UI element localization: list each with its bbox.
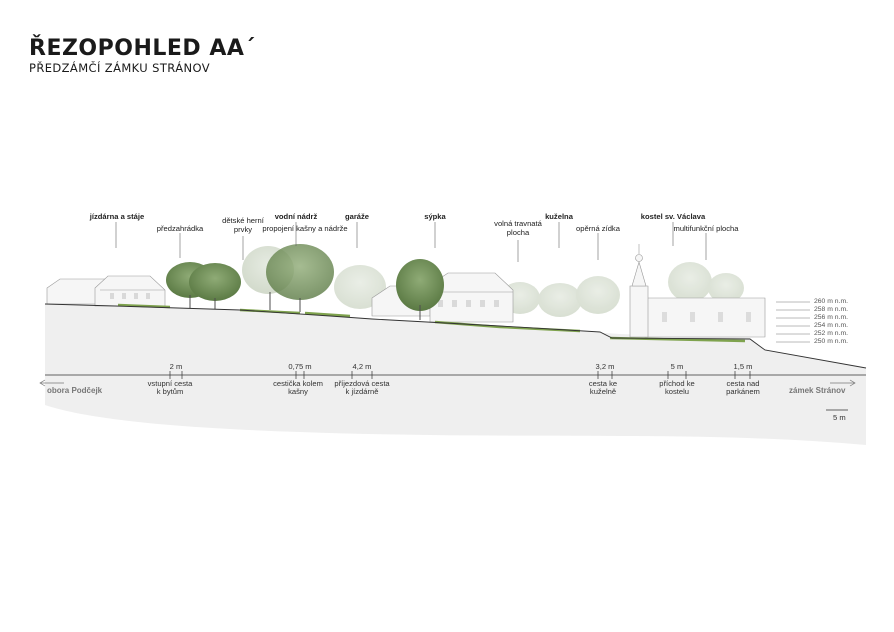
dimension-desc-2: kuželně (589, 387, 617, 396)
page-subtitle: PŘEDZÁMČÍ ZÁMKU STRÁNOV (29, 61, 210, 75)
label-garaze: garáže (344, 212, 370, 221)
label-volna-2: plocha (506, 228, 530, 237)
elevation-label: 260 m n.m. (814, 298, 848, 305)
trees (166, 244, 444, 320)
label-vodni-nadrz: vodní nádrž (274, 212, 318, 221)
left-arrow (39, 379, 64, 387)
dimension-value: 0,75 m (288, 362, 312, 371)
label-multifunkcni: multifunkční plocha (673, 224, 739, 233)
dimension-desc-1: cestička kolem (273, 379, 323, 388)
right-arrow (830, 379, 856, 387)
dimension-line (45, 371, 866, 379)
label-propojeni: propojení kašny a nádrže (262, 224, 348, 233)
left-end-label: obora Podčejk (47, 386, 103, 395)
elevation-label: 254 m n.m. (814, 322, 848, 329)
label-volna-1: volná travnatá (494, 219, 542, 228)
label-operna: opěrná zídka (576, 224, 620, 233)
buildings (46, 244, 766, 338)
label-predzahradka: předzahrádka (156, 224, 204, 233)
scale-bar-label: 5 m (833, 413, 846, 422)
dimension-value: 1,5 m (733, 362, 753, 371)
label-kostel: kostel sv. Václava (640, 212, 706, 221)
dimension-value: 5 m (670, 362, 684, 371)
label-detske-1: dětské herní (222, 216, 264, 225)
label-kuzelna: kuželna (545, 212, 573, 221)
dimension-desc-2: kašny (288, 387, 308, 396)
dimension-desc-1: příchod ke (659, 379, 695, 388)
right-end-label: zámek Stránov (789, 386, 846, 395)
dimension-value: 4,2 m (352, 362, 372, 371)
elevation-label: 258 m n.m. (814, 306, 848, 313)
dimension-desc-1: příjezdová cesta (334, 379, 390, 388)
dimension-desc-1: cesta ke (588, 379, 618, 388)
leader-lines (115, 222, 707, 262)
dimension-desc-2: parkánem (726, 387, 760, 396)
label-sypka: sýpka (424, 212, 446, 221)
dimension-desc-1: cesta nad (726, 379, 760, 388)
elevation-label: 256 m n.m. (814, 314, 848, 321)
label-detske-2: prvky (233, 225, 253, 234)
elevation-ticks (776, 301, 810, 343)
dimension-desc-2: kostelu (664, 387, 690, 396)
label-jizdarna: jízdárna a stáje (89, 212, 145, 221)
dimension-desc-1: vstupní cesta (147, 379, 193, 388)
terrain-line (44, 303, 867, 369)
dimension-value: 3,2 m (595, 362, 615, 371)
dimension-desc-2: k jízdárně (345, 387, 379, 396)
elevation-label: 250 m n.m. (814, 338, 848, 345)
dimension-desc-2: k bytům (156, 387, 184, 396)
dimension-value: 2 m (169, 362, 183, 371)
elevation-label: 252 m n.m. (814, 330, 848, 337)
page-title: ŘEZOPOHLED AA´ (29, 36, 256, 61)
